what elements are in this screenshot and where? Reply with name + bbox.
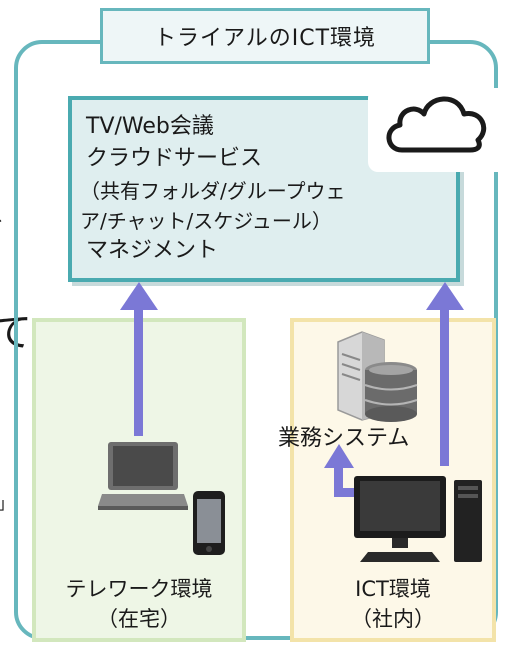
office-arrow-shaft — [440, 306, 449, 466]
tele-arrow-shaft — [134, 306, 143, 436]
cloud-line-5: マネジメント — [86, 238, 219, 263]
cloud-line-2: クラウドサービス — [86, 146, 263, 171]
tele-arrow-head-icon — [120, 282, 158, 310]
desktop-pc-icon — [354, 476, 482, 562]
telework-label: テレワーク環境 （在宅） — [32, 574, 246, 634]
side-mark-top: 、 — [0, 202, 12, 226]
database-icon — [364, 362, 418, 422]
office-label-line1: ICT環境 — [355, 577, 431, 601]
office-label-line2: （社内） — [351, 607, 435, 631]
cloud-line-3: （共有フォルダ/グループウェ — [80, 179, 346, 203]
business-system-label: 業務システム — [278, 426, 410, 451]
side-mark-bottom: 」 — [0, 490, 14, 514]
office-label: ICT環境 （社内） — [290, 574, 496, 634]
system-arrow-head-icon — [324, 444, 354, 468]
smartphone-icon — [193, 491, 225, 555]
cloud-line-1: TV/Web会議 — [86, 114, 214, 139]
office-arrow-head-icon — [426, 282, 464, 310]
cloud-icon — [386, 96, 487, 153]
cloud-line-4: ア/チャット/スケジュール） — [80, 209, 332, 233]
system-arrow-vertical — [334, 464, 343, 497]
page-title: トライアルのICT環境 — [153, 26, 377, 51]
laptop-icon — [98, 442, 188, 510]
telework-label-line1: テレワーク環境 — [65, 577, 213, 601]
telework-label-line2: （在宅） — [97, 607, 181, 631]
title-box: トライアルのICT環境 — [100, 8, 430, 64]
